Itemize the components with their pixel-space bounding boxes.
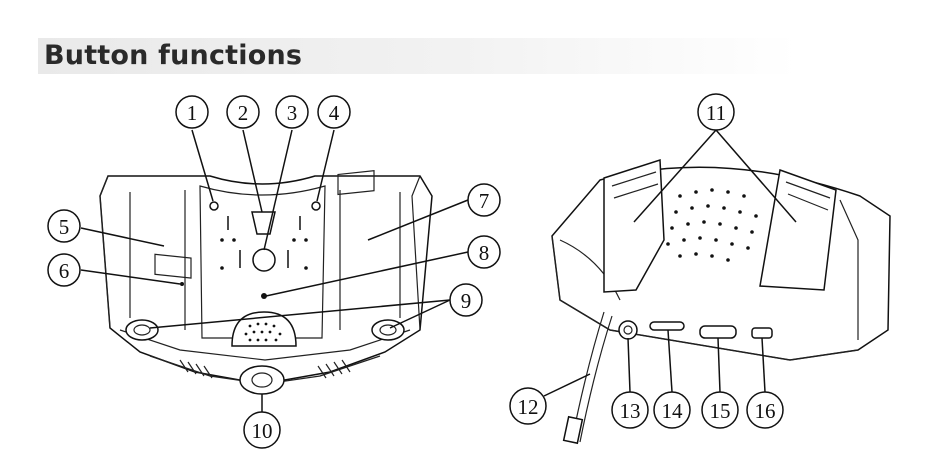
svg-text:11: 11 (706, 101, 726, 125)
callout-9: 9 (449, 283, 483, 317)
rear-vent-dots (666, 188, 758, 262)
svg-text:5: 5 (59, 215, 70, 239)
svg-text:13: 13 (620, 399, 641, 423)
callout-11: 11 (697, 93, 735, 131)
callout-7: 7 (467, 183, 501, 217)
svg-text:1: 1 (187, 101, 198, 125)
svg-text:7: 7 (479, 189, 490, 213)
svg-text:6: 6 (59, 259, 70, 283)
device-front-view (99, 170, 433, 395)
svg-text:2: 2 (238, 101, 249, 125)
svg-text:12: 12 (518, 395, 539, 419)
callout-16: 16 (746, 391, 784, 429)
svg-text:3: 3 (287, 101, 298, 125)
device-rear-view (551, 158, 891, 445)
callout-12: 12 (509, 387, 547, 425)
svg-text:15: 15 (710, 399, 731, 423)
callout-8: 8 (467, 235, 501, 269)
svg-text:10: 10 (252, 419, 273, 443)
svg-text:16: 16 (755, 399, 776, 423)
svg-text:9: 9 (461, 289, 472, 313)
svg-text:4: 4 (329, 101, 340, 125)
callout-5: 5 (47, 209, 81, 243)
callout-2: 2 (226, 95, 260, 129)
callout-13: 13 (611, 391, 649, 429)
page-title: Button functions (44, 40, 303, 71)
svg-text:14: 14 (662, 399, 684, 423)
callout-10: 10 (243, 411, 281, 449)
callout-6: 6 (47, 253, 81, 287)
callout-15: 15 (701, 391, 739, 429)
callout-1: 1 (175, 95, 209, 129)
title-band (38, 38, 798, 74)
svg-text:8: 8 (479, 241, 490, 265)
callout-4: 4 (317, 95, 351, 129)
callout-14: 14 (653, 391, 691, 429)
leader-lines (80, 129, 797, 412)
callout-3: 3 (275, 95, 309, 129)
